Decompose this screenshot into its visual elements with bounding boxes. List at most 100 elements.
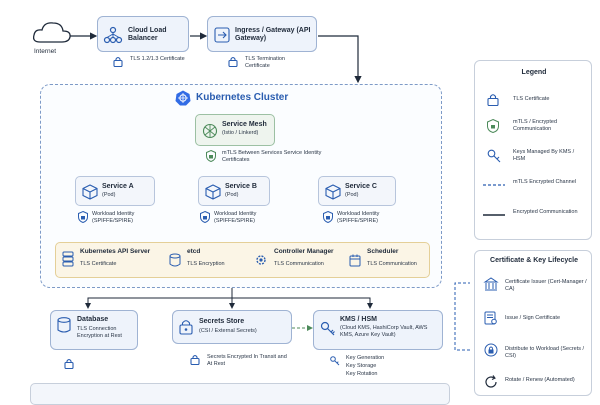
controller-manager-caption: TLS Communication — [274, 261, 324, 267]
gateway-icon — [214, 27, 230, 43]
key-icon — [330, 356, 340, 366]
shield-lock-icon — [323, 210, 333, 224]
legend-item-1: TLS Certificate — [513, 96, 550, 102]
lock-icon — [228, 56, 238, 68]
kms-subtitle: (Cloud KMS, HashiCorp Vault, AWS KMS, Az… — [340, 325, 428, 338]
service-mesh-title: Service Mesh — [222, 121, 267, 128]
gear-icon — [256, 255, 266, 265]
lock-icon — [487, 94, 499, 107]
key-icon — [320, 321, 335, 336]
lifecycle-title: Certificate & Key Lifecycle — [490, 257, 578, 264]
shield-lock-icon — [78, 210, 88, 224]
key-icon — [487, 149, 501, 163]
service-a-node[interactable]: Service A (Pod) — [75, 176, 155, 206]
legend-item-3: Keys Managed By KMS / HSM — [513, 149, 575, 162]
mesh-network-icon — [202, 123, 218, 139]
shield-lock-icon — [200, 210, 210, 224]
shield-lock-icon — [206, 149, 216, 163]
load-balancer-title: Cloud Load Balancer — [128, 27, 167, 42]
etcd-title: etcd — [187, 248, 201, 255]
network-hub-icon — [103, 26, 123, 44]
service-b-title: Service B — [225, 183, 257, 190]
scheduler-caption: TLS Communication — [367, 261, 417, 267]
distribute-lock-icon — [484, 343, 498, 357]
secrets-store-title: Secrets Store — [199, 318, 245, 325]
database-caption: TLS Connection Encryption at Rest — [77, 326, 122, 339]
load-balancer-node[interactable]: Cloud Load Balancer — [97, 16, 189, 52]
kms-title: KMS / HSM — [340, 316, 377, 323]
pod-cube-icon — [82, 184, 98, 200]
cluster-to-database — [85, 288, 233, 309]
legend-item-4: mTLS Encrypted Channel — [513, 179, 576, 185]
scheduler-title: Scheduler — [367, 248, 399, 255]
kms-caption-2: Key Storage — [346, 363, 377, 369]
solid-line-swatch — [483, 214, 505, 216]
lifecycle-step-1: Certificate Issuer (Cert-Manager / CA) — [505, 279, 587, 292]
service-a-subtitle: (Pod) — [102, 192, 116, 198]
legend-panel: Legend TLS Certificate mTLS / Encrypted … — [474, 60, 592, 240]
ingress-title: Ingress / Gateway (API Gateway) — [235, 27, 311, 42]
internet-node: Internet — [30, 18, 75, 63]
service-c-caption: Workload Identity (SPIFFE/SPIRE) — [337, 211, 380, 224]
legend-item-5: Encrypted Communication — [513, 209, 578, 215]
service-c-node[interactable]: Service C (Pod) — [318, 176, 396, 206]
bank-icon — [483, 277, 499, 291]
control-api-server[interactable]: Kubernetes API Server TLS Certificate — [58, 245, 158, 275]
shield-lock-icon — [487, 118, 499, 134]
database-title: Database — [77, 316, 109, 323]
lifecycle-step-4: Rotate / Renew (Automated) — [505, 377, 575, 383]
kubernetes-helm-icon — [175, 90, 191, 106]
kms-caption-3: Key Rotation — [346, 371, 378, 377]
database-icon — [169, 253, 181, 267]
legend-title: Legend — [521, 69, 547, 76]
pod-cube-icon — [325, 184, 341, 200]
bottom-note-strip — [30, 383, 450, 405]
api-server-title: Kubernetes API Server — [80, 248, 151, 255]
secrets-store-node[interactable]: Secrets Store (CSI / External Secrets) — [172, 310, 292, 344]
control-controller-manager[interactable]: Controller Manager TLS Communication — [250, 245, 340, 275]
internet-label: Internet — [34, 48, 57, 55]
service-b-subtitle: (Pod) — [225, 192, 239, 198]
service-b-node[interactable]: Service B (Pod) — [198, 176, 270, 206]
lock-icon — [190, 354, 200, 366]
load-balancer-cert-caption: TLS 1.2/1.3 Certificate — [130, 56, 185, 62]
calendar-icon — [349, 254, 361, 267]
lifecycle-step-3: Distribute to Workload (Secrets / CSI) — [505, 346, 585, 359]
lifecycle-step-2: Issue / Sign Certificate — [505, 315, 561, 321]
secrets-store-subtitle: (CSI / External Secrets) — [199, 328, 257, 334]
server-icon — [62, 251, 74, 267]
kms-node[interactable]: KMS / HSM (Cloud KMS, HashiCorp Vault, A… — [313, 310, 443, 350]
service-mesh-caption: mTLS Between Services Service Identity C… — [222, 150, 322, 163]
etcd-caption: TLS Encryption — [187, 261, 225, 267]
database-icon — [57, 317, 71, 333]
api-server-caption: TLS Certificate — [80, 261, 117, 267]
lock-icon — [64, 358, 74, 370]
certificate-icon — [484, 311, 497, 325]
ingress-to-cluster-arrow — [318, 35, 362, 84]
lifecycle-panel: Certificate & Key Lifecycle Certificate … — [474, 250, 592, 396]
service-a-caption: Workload Identity (SPIFFE/SPIRE) — [92, 211, 135, 224]
vault-lock-icon — [179, 320, 193, 335]
secrets-store-caption: Secrets Encrypted In Transit and At Rest — [207, 354, 287, 367]
cluster-to-kms — [232, 297, 373, 309]
service-a-title: Service A — [102, 183, 134, 190]
service-c-subtitle: (Pod) — [345, 192, 359, 198]
database-node[interactable]: Database TLS Connection Encryption at Re… — [50, 310, 138, 350]
controller-manager-title: Controller Manager — [274, 248, 334, 255]
cluster-title: Kubernetes Cluster — [196, 92, 289, 103]
control-etcd[interactable]: etcd TLS Encryption — [165, 245, 240, 275]
rotate-icon — [485, 375, 497, 388]
ingress-node[interactable]: Ingress / Gateway (API Gateway) — [207, 16, 317, 52]
service-b-caption: Workload Identity (SPIFFE/SPIRE) — [214, 211, 257, 224]
lock-icon — [113, 56, 123, 68]
service-mesh-node[interactable]: Service Mesh (Istio / Linkerd) — [195, 114, 275, 146]
control-plane-strip — [55, 242, 430, 278]
ingress-cert-caption: TLS Termination Certificate — [245, 56, 285, 69]
pod-cube-icon — [205, 184, 221, 200]
service-mesh-subtitle: (Istio / Linkerd) — [222, 130, 259, 136]
service-c-title: Service C — [345, 183, 377, 190]
lifecycle-link — [454, 282, 470, 351]
cloud-icon — [32, 22, 71, 43]
control-scheduler[interactable]: Scheduler TLS Communication — [345, 245, 427, 275]
legend-item-2: mTLS / Encrypted Communication — [513, 119, 558, 132]
